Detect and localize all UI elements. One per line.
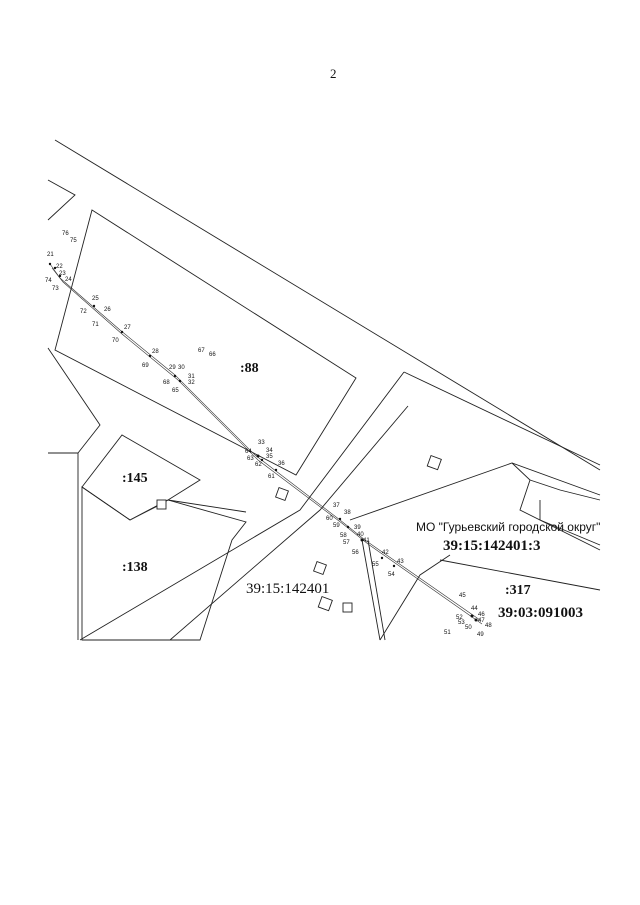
municipality-label: МО "Гурьевский городской округ" [416, 520, 600, 534]
svg-text:65: 65 [172, 388, 179, 394]
svg-text:68: 68 [163, 380, 170, 386]
svg-text:61: 61 [268, 474, 275, 480]
point-number-labels: 76 75 21 22 23 24 73 74 25 72 26 71 27 7… [45, 231, 492, 638]
svg-text:74: 74 [45, 278, 52, 284]
quarter-label-091003: 39:03:091003 [498, 605, 583, 621]
buildings [156, 455, 442, 613]
svg-text:72: 72 [80, 309, 87, 315]
point-markers [48, 262, 478, 622]
svg-text:58: 58 [340, 533, 347, 539]
svg-text:43: 43 [397, 559, 404, 565]
svg-text:50: 50 [465, 625, 472, 631]
svg-text:70: 70 [112, 338, 119, 344]
svg-text:64: 64 [245, 449, 252, 455]
quarter-label-142401: 39:15:142401 [246, 581, 329, 597]
svg-text:26: 26 [104, 307, 111, 313]
svg-text:42: 42 [382, 550, 389, 556]
svg-text:30: 30 [178, 365, 185, 371]
svg-text:60: 60 [326, 516, 333, 522]
svg-text:28: 28 [152, 349, 159, 355]
svg-text:39: 39 [354, 525, 361, 531]
plot-label-145: :145 [122, 471, 148, 486]
svg-text:24: 24 [65, 277, 72, 283]
pipeline-route [49, 263, 483, 625]
svg-text:76: 76 [62, 231, 69, 237]
svg-text:54: 54 [388, 572, 395, 578]
svg-text:25: 25 [92, 296, 99, 302]
svg-text:33: 33 [258, 440, 265, 446]
svg-text:45: 45 [459, 593, 466, 599]
svg-text:56: 56 [352, 550, 359, 556]
plot-label-317: :317 [505, 583, 531, 598]
svg-text:62: 62 [255, 462, 262, 468]
svg-text:22: 22 [56, 264, 63, 270]
svg-text:40: 40 [357, 532, 364, 538]
svg-text:49: 49 [477, 632, 484, 638]
svg-text:71: 71 [92, 322, 99, 328]
plot-label-88: :88 [240, 361, 259, 376]
plot-label-138: :138 [122, 560, 148, 575]
svg-text:46: 46 [478, 612, 485, 618]
quarter-label-142401-3: 39:15:142401:3 [443, 538, 541, 554]
svg-text:23: 23 [59, 271, 66, 277]
svg-text:57: 57 [343, 540, 350, 546]
svg-text:47: 47 [478, 618, 485, 624]
svg-text:35: 35 [266, 454, 273, 460]
svg-text:59: 59 [333, 523, 340, 529]
svg-text:37: 37 [333, 503, 340, 509]
svg-text:69: 69 [142, 363, 149, 369]
svg-text:38: 38 [344, 510, 351, 516]
svg-text:21: 21 [47, 252, 54, 258]
plot-boundaries [47, 139, 601, 641]
svg-text:41: 41 [363, 538, 370, 544]
plot-labels: :88 :145 :138 :317 [122, 361, 531, 598]
svg-text:67: 67 [198, 348, 205, 354]
svg-text:31: 31 [188, 374, 195, 380]
svg-text:55: 55 [372, 562, 379, 568]
svg-text:75: 75 [70, 238, 77, 244]
svg-text:32: 32 [188, 380, 195, 386]
svg-text:66: 66 [209, 352, 216, 358]
svg-text:63: 63 [247, 456, 254, 462]
svg-text:34: 34 [266, 448, 273, 454]
svg-text:36: 36 [278, 461, 285, 467]
svg-text:73: 73 [52, 286, 59, 292]
page-number: 2 [330, 66, 337, 81]
quarter-labels: 39:15:142401 39:15:142401:3 39:03:091003 [246, 538, 583, 621]
svg-text:52: 52 [456, 615, 463, 621]
svg-text:44: 44 [471, 606, 478, 612]
svg-text:51: 51 [444, 630, 451, 636]
svg-text:48: 48 [485, 623, 492, 629]
svg-text:53: 53 [458, 620, 465, 626]
svg-text:27: 27 [124, 325, 131, 331]
svg-text:29: 29 [169, 365, 176, 371]
